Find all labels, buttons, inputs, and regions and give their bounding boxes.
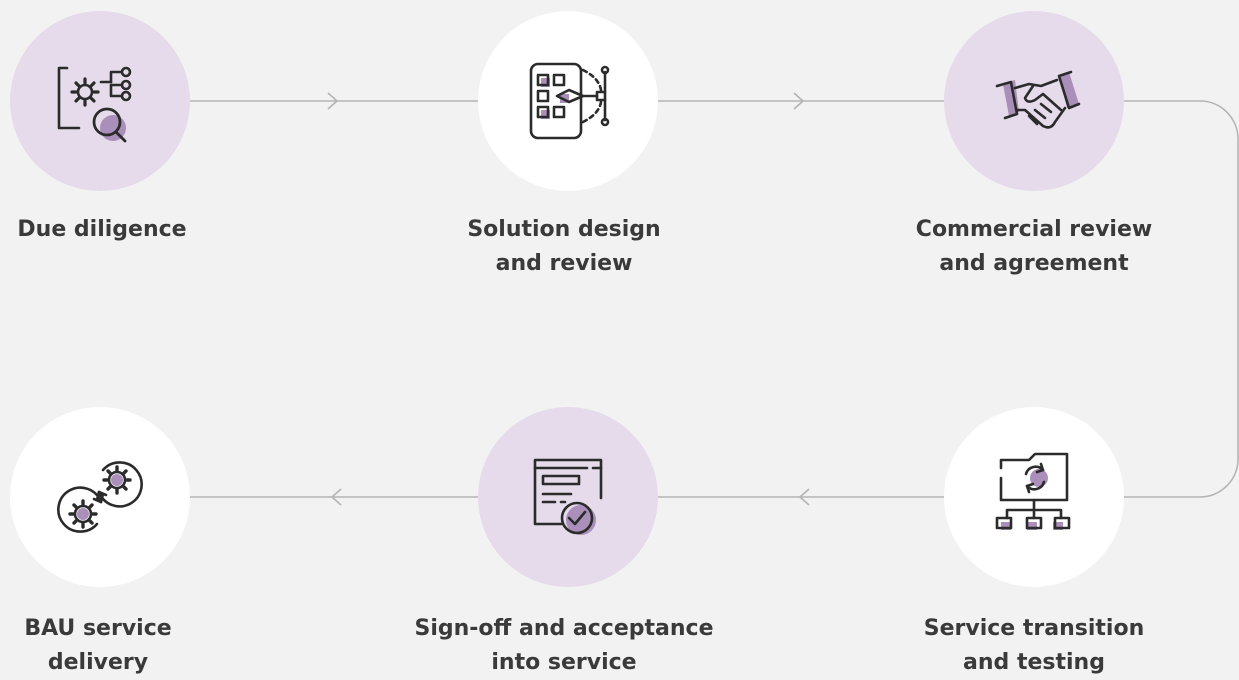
folder-network-icon — [995, 452, 1071, 530]
gears-cycle-icon — [57, 461, 143, 533]
step-6-circle — [10, 407, 190, 587]
step-3-circle — [944, 11, 1124, 191]
step-2-circle — [478, 11, 658, 191]
gears-search-icon — [57, 66, 132, 143]
step-1-circle — [10, 11, 190, 191]
arrow-left-1 — [798, 488, 810, 506]
arrow-right-1 — [327, 92, 339, 110]
document-check-icon — [533, 458, 603, 535]
step-5-circle — [478, 407, 658, 587]
design-pen-grid-icon — [529, 62, 610, 140]
handshake-icon — [995, 70, 1081, 129]
connector-3-4 — [1124, 100, 1239, 498]
step-4-circle — [944, 407, 1124, 587]
step-1-label: Due diligence — [17, 217, 187, 242]
arrow-right-2 — [793, 92, 805, 110]
arrow-left-2 — [330, 488, 342, 506]
